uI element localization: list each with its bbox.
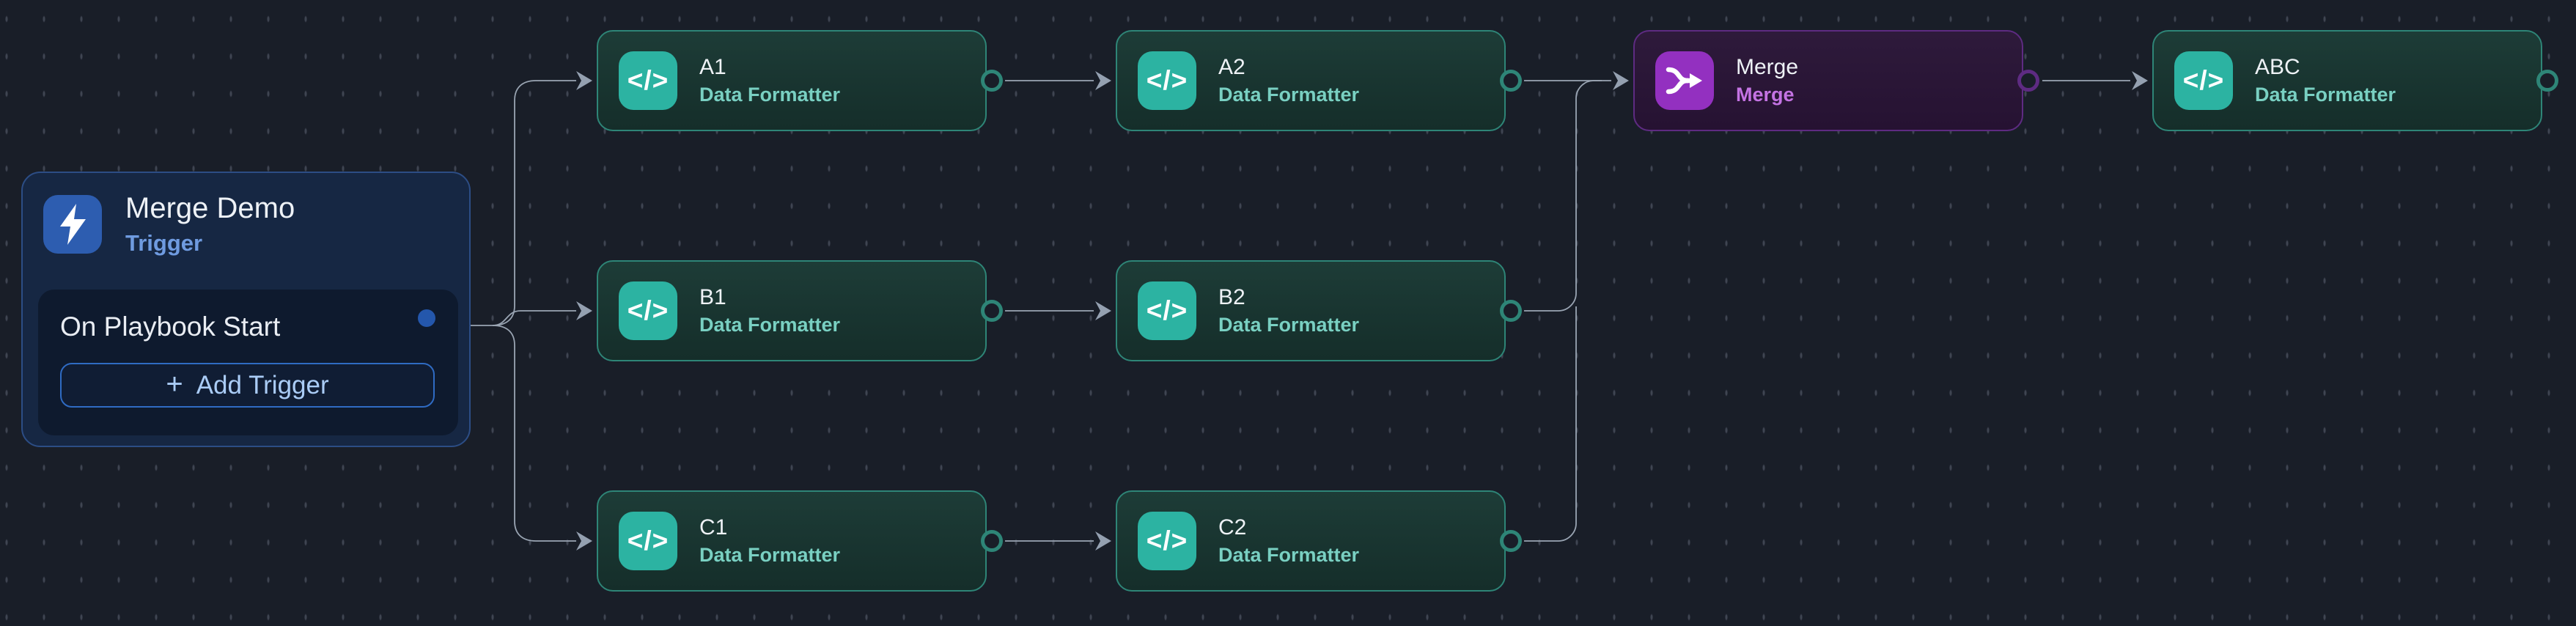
node-b2[interactable]: </> B2 Data Formatter — [1116, 260, 1522, 361]
node-subtitle: Merge — [1736, 84, 1795, 106]
plus-icon: + — [166, 368, 183, 400]
node-a1[interactable]: </> A1 Data Formatter — [597, 30, 1003, 131]
node-abc[interactable]: </> ABC Data Formatter — [2152, 30, 2558, 131]
node-title: ABC — [2255, 55, 2300, 79]
trigger-card[interactable]: Merge Demo Trigger On Playbook Start + A… — [21, 172, 471, 447]
code-icon: </> — [1138, 51, 1196, 110]
node-merge[interactable]: Merge Merge — [1633, 30, 2039, 131]
node-title: C1 — [699, 515, 728, 540]
node-title: A1 — [699, 55, 726, 79]
node-title: Merge — [1736, 55, 1799, 79]
add-trigger-label: Add Trigger — [196, 371, 329, 399]
merge-icon — [1655, 51, 1714, 110]
output-port[interactable] — [981, 530, 1003, 552]
node-subtitle: Data Formatter — [699, 544, 841, 566]
lightning-bolt-icon — [43, 194, 102, 254]
edge-fanin-merge — [1524, 71, 1629, 542]
node-b1[interactable]: </> B1 Data Formatter — [597, 260, 1003, 361]
code-icon: </> — [1138, 512, 1196, 570]
output-port[interactable] — [2017, 70, 2039, 92]
code-icon: </> — [619, 512, 677, 570]
trigger-output-port[interactable] — [418, 309, 435, 327]
trigger-panel: On Playbook Start + Add Trigger — [38, 290, 458, 435]
code-icon: </> — [619, 281, 677, 340]
node-title: A2 — [1218, 55, 1245, 79]
node-subtitle: Data Formatter — [1218, 314, 1360, 336]
node-subtitle: Data Formatter — [1218, 84, 1360, 106]
code-icon: </> — [619, 51, 677, 110]
edge-c1-c2 — [1005, 531, 1111, 550]
trigger-event-label: On Playbook Start — [60, 312, 281, 342]
node-subtitle: Data Formatter — [1218, 544, 1360, 566]
node-title: B2 — [1218, 285, 1245, 309]
node-title: C2 — [1218, 515, 1247, 540]
edge-merge-abc — [2042, 71, 2148, 90]
node-c2[interactable]: </> C2 Data Formatter — [1116, 490, 1522, 592]
output-port[interactable] — [2536, 70, 2558, 92]
output-port[interactable] — [1500, 300, 1522, 322]
node-subtitle: Data Formatter — [2255, 84, 2396, 106]
node-subtitle: Data Formatter — [699, 84, 841, 106]
edge-a1-a2 — [1005, 71, 1111, 90]
node-subtitle: Data Formatter — [699, 314, 841, 336]
edge-trigger-fanout — [434, 71, 592, 550]
output-port[interactable] — [1500, 530, 1522, 552]
trigger-event-row[interactable]: On Playbook Start — [60, 310, 436, 344]
add-trigger-button[interactable]: + Add Trigger — [60, 363, 435, 408]
output-port[interactable] — [981, 300, 1003, 322]
trigger-title: Merge Demo — [125, 192, 295, 224]
trigger-type-label: Trigger — [125, 230, 203, 256]
output-port[interactable] — [1500, 70, 1522, 92]
code-icon: </> — [2174, 51, 2233, 110]
output-port[interactable] — [981, 70, 1003, 92]
code-icon: </> — [1138, 281, 1196, 340]
trigger-header: Merge Demo Trigger — [23, 173, 469, 254]
edge-b1-b2 — [1005, 301, 1111, 320]
node-a2[interactable]: </> A2 Data Formatter — [1116, 30, 1522, 131]
node-c1[interactable]: </> C1 Data Formatter — [597, 490, 1003, 592]
node-title: B1 — [699, 285, 726, 309]
